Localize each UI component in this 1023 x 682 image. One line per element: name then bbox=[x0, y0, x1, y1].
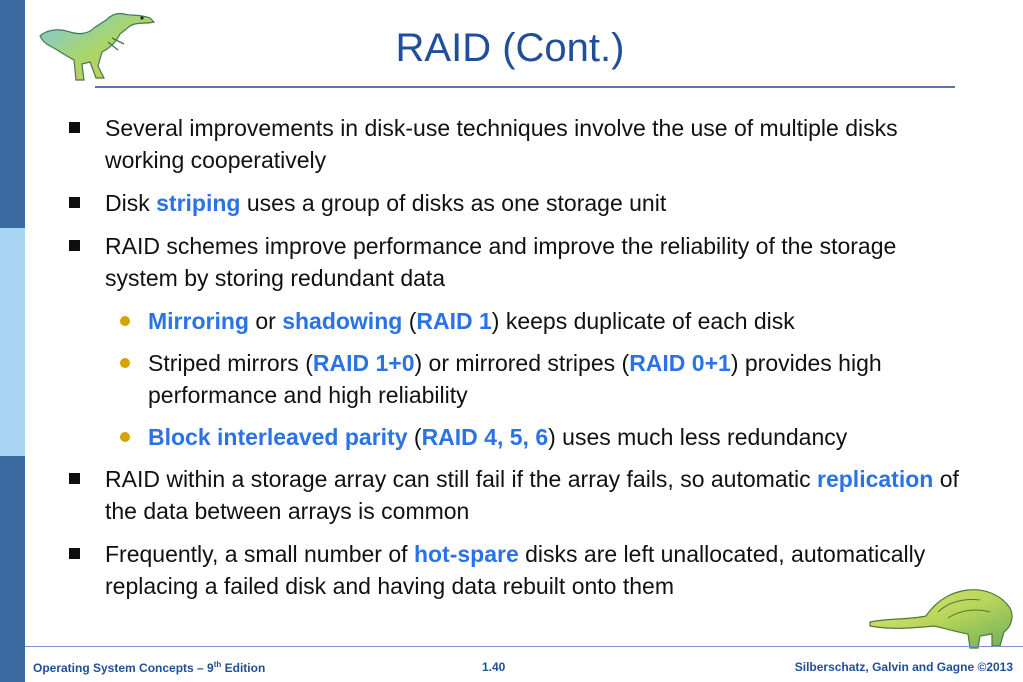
footer-divider bbox=[25, 646, 1023, 647]
bullet-text: ) keeps duplicate of each disk bbox=[491, 308, 795, 334]
bullet-text: Striped mirrors ( bbox=[148, 350, 313, 376]
bullet-text: ( bbox=[402, 308, 417, 334]
bullet-text: ) uses much less redundancy bbox=[548, 424, 848, 450]
bullet-text: Several improvements in disk-use techniq… bbox=[105, 115, 898, 173]
sub-bullet-item: Mirroring or shadowing (RAID 1) keeps du… bbox=[68, 305, 968, 337]
keyword: Mirroring bbox=[148, 308, 249, 334]
sub-bullet-item: Striped mirrors (RAID 1+0) or mirrored s… bbox=[68, 347, 968, 411]
bullet-item: Several improvements in disk-use techniq… bbox=[68, 112, 968, 176]
bullet-text: ) provides high performance and high rel… bbox=[148, 350, 882, 408]
bullet-text: RAID schemes improve performance and imp… bbox=[105, 233, 897, 291]
sub-bullet-item: Block interleaved parity (RAID 4, 5, 6) … bbox=[68, 421, 968, 453]
bullet-item: RAID within a storage array can still fa… bbox=[68, 463, 968, 527]
page-number: 1.40 bbox=[482, 660, 506, 674]
book-title: Operating System Concepts – 9th Edition bbox=[33, 660, 265, 675]
bullet-list: Several improvements in disk-use techniq… bbox=[68, 112, 968, 613]
keyword: hot-spare bbox=[413, 541, 519, 567]
bullet-text: Frequently, a small number of bbox=[105, 541, 414, 567]
keyword: RAID 1+0 bbox=[312, 350, 415, 376]
keyword: Block interleaved parity bbox=[148, 424, 408, 450]
bullet-text: Disk bbox=[105, 190, 157, 216]
bullet-item: Frequently, a small number of hot-spare … bbox=[68, 538, 968, 602]
keyword: replication bbox=[817, 466, 934, 492]
keyword: RAID 4, 5, 6 bbox=[421, 424, 549, 450]
book-title-sup: th bbox=[213, 660, 222, 669]
sidebar-segment bbox=[0, 456, 25, 682]
copyright: Silberschatz, Galvin and Gagne ©2013 bbox=[794, 660, 1013, 674]
dinosaur-icon bbox=[39, 12, 156, 81]
bullet-text: of the data between arrays is common bbox=[105, 466, 959, 524]
sidebar-segment bbox=[0, 0, 25, 228]
sidebar-segment bbox=[0, 228, 25, 456]
footer: Operating System Concepts – 9th Edition … bbox=[0, 646, 1023, 682]
bullet-text: uses a group of disks as one storage uni… bbox=[240, 190, 667, 216]
keyword: RAID 1 bbox=[416, 308, 492, 334]
bullet-text: or bbox=[248, 308, 283, 334]
title-divider bbox=[95, 86, 955, 88]
slide-title: RAID (Cont.) bbox=[395, 26, 625, 70]
bullet-item: RAID schemes improve performance and imp… bbox=[68, 230, 968, 294]
bullet-text: RAID within a storage array can still fa… bbox=[105, 466, 818, 492]
book-title-text: Operating System Concepts – 9 bbox=[33, 661, 214, 675]
book-title-suffix: Edition bbox=[221, 661, 266, 675]
bullet-text: ) or mirrored stripes ( bbox=[414, 350, 630, 376]
dinosaur-icon bbox=[869, 589, 1013, 649]
bullet-text: disks are left unallocated, automaticall… bbox=[105, 541, 926, 599]
sidebar-stripe bbox=[0, 0, 25, 682]
keyword: striping bbox=[156, 190, 241, 216]
bullet-item: Disk striping uses a group of disks as o… bbox=[68, 187, 968, 219]
keyword: shadowing bbox=[282, 308, 403, 334]
bullet-text: ( bbox=[407, 424, 422, 450]
keyword: RAID 0+1 bbox=[629, 350, 731, 376]
